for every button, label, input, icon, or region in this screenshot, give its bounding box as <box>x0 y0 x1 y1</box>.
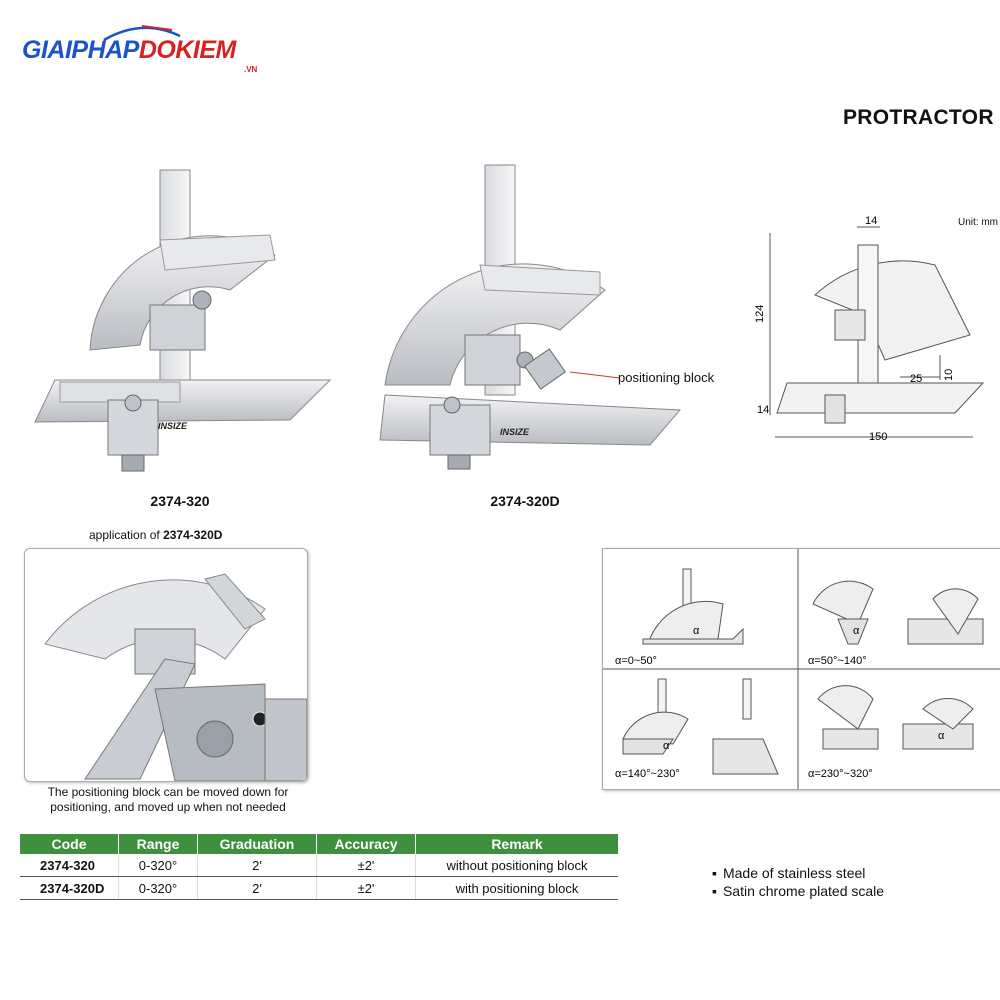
table-row: 2374-320 0-320° 2' ±2' without positioni… <box>20 854 618 877</box>
angle-range-3: α=140°~230° <box>615 768 680 780</box>
table-header-row: Code Range Graduation Accuracy Remark <box>20 834 618 854</box>
dimension-drawing: 14 124 14 150 25 10 <box>755 215 985 443</box>
col-header-graduation: Graduation <box>197 834 317 854</box>
cell-range: 0-320° <box>118 876 198 900</box>
cell-code: 2374-320D <box>20 876 119 900</box>
cell-graduation: 2' <box>197 854 317 877</box>
protractor-image-2374-320: INSIZE <box>34 169 332 472</box>
alpha-symbol-4: α <box>938 730 945 742</box>
angle-range-diagrams: α α α α α=0~50° α=50°~140° α=140°~230° α… <box>603 549 1000 789</box>
brand-logo[interactable]: GIAIPHAPDOKIEM .VN <box>22 22 282 82</box>
angle-range-panel: α α α α α=0~50° α=50°~140° α=140°~230° α… <box>602 548 1000 790</box>
angle-range-1: α=0~50° <box>615 655 657 667</box>
dim-length: 150 <box>869 431 887 443</box>
logo-text: GIAIPHAPDOKIEM <box>22 36 236 64</box>
positioning-note: The positioning block can be moved down … <box>47 785 289 814</box>
table-row: 2374-320D 0-320° 2' ±2' with positioning… <box>20 876 618 900</box>
positioning-block-label: positioning block <box>618 370 715 385</box>
cell-code: 2374-320 <box>20 854 119 877</box>
application-label: application of 2374-320D <box>89 528 223 542</box>
angle-range-4: α=230°~320° <box>808 768 873 780</box>
unit-label: Unit: mm <box>958 217 998 228</box>
spec-table: Code Range Graduation Accuracy Remark 23… <box>20 834 618 900</box>
application-photo <box>24 548 308 782</box>
feature-item: Satin chrome plated scale <box>712 882 884 900</box>
alpha-symbol-1: α <box>693 625 700 637</box>
dim-slot-width: 25 <box>910 373 922 385</box>
col-header-code: Code <box>20 834 119 854</box>
col-header-range: Range <box>118 834 198 854</box>
dim-slot-height: 10 <box>943 369 955 381</box>
alpha-symbol-3: α <box>663 740 670 752</box>
application-illustration <box>44 573 307 781</box>
cell-remark: without positioning block <box>415 854 618 877</box>
brand-mark-1: INSIZE <box>158 421 188 431</box>
cell-remark: with positioning block <box>415 876 618 900</box>
col-header-accuracy: Accuracy <box>316 834 416 854</box>
cell-range: 0-320° <box>118 854 198 877</box>
brand-mark-2: INSIZE <box>500 427 530 437</box>
logo-suffix: .VN <box>244 65 258 74</box>
cell-graduation: 2' <box>197 876 317 900</box>
product-caption-1: 2374-320 <box>150 493 210 509</box>
alpha-symbol-2: α <box>853 625 860 637</box>
angle-range-2: α=50°~140° <box>808 655 867 667</box>
cell-accuracy: ±2' <box>316 854 416 877</box>
col-header-remark: Remark <box>415 834 618 854</box>
product-caption-2: 2374-320D <box>490 493 560 509</box>
dim-height: 124 <box>755 305 766 323</box>
protractor-image-2374-320d: INSIZE <box>379 164 682 470</box>
page-title: PROTRACTOR <box>843 106 994 129</box>
logo-arc-icon <box>103 25 181 42</box>
cell-accuracy: ±2' <box>316 876 416 900</box>
dim-base: 14 <box>757 404 769 416</box>
feature-list: Made of stainless steel Satin chrome pla… <box>712 864 884 900</box>
feature-item: Made of stainless steel <box>712 864 884 882</box>
dim-top: 14 <box>865 215 877 227</box>
